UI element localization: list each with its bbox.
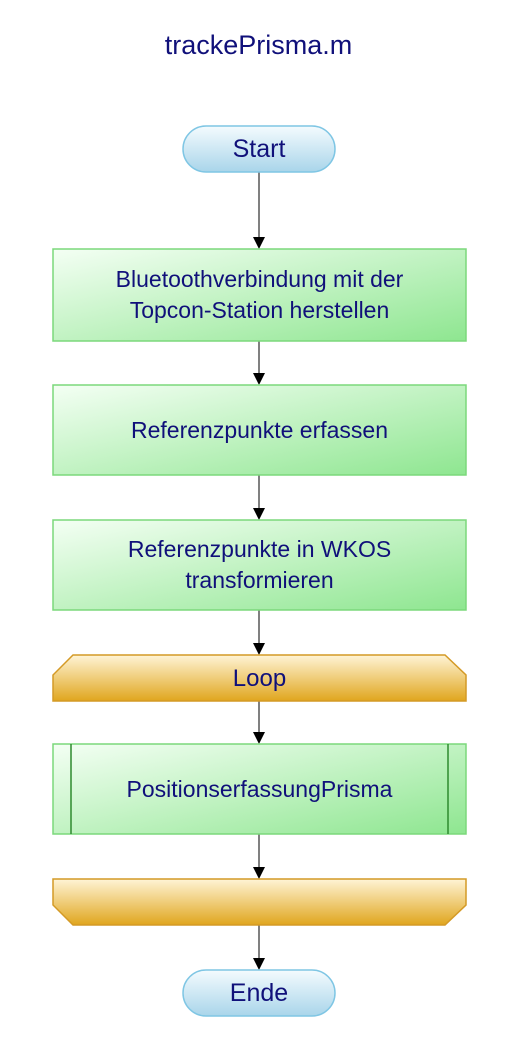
start-label: Start (232, 134, 286, 163)
end-terminal-shape (182, 969, 336, 1017)
loop-start-shape (52, 654, 467, 702)
referenzpunkte-transformieren-label: Referenzpunkte in WKOS transformieren (127, 536, 392, 593)
bluetooth-process-label: Bluetoothverbindung mit der Topcon-Stati… (115, 266, 404, 323)
process-erfassen-shape (52, 384, 467, 476)
loop-start-label: Loop (232, 664, 287, 692)
loop-end-label (53, 879, 466, 925)
process-transform-shape (52, 519, 467, 611)
referenzpunkte-erfassen-label: Referenzpunkte erfassen (131, 416, 388, 443)
start-terminal-shape (182, 125, 336, 173)
subprocess-shape (52, 743, 467, 835)
process-bluetooth-shape (52, 248, 467, 342)
diagram-title: trackePrisma.m (164, 30, 353, 60)
loop-end-shape (52, 878, 467, 926)
end-label: Ende (229, 978, 289, 1007)
subprocess-label: PositionserfassungPrisma (126, 775, 393, 802)
